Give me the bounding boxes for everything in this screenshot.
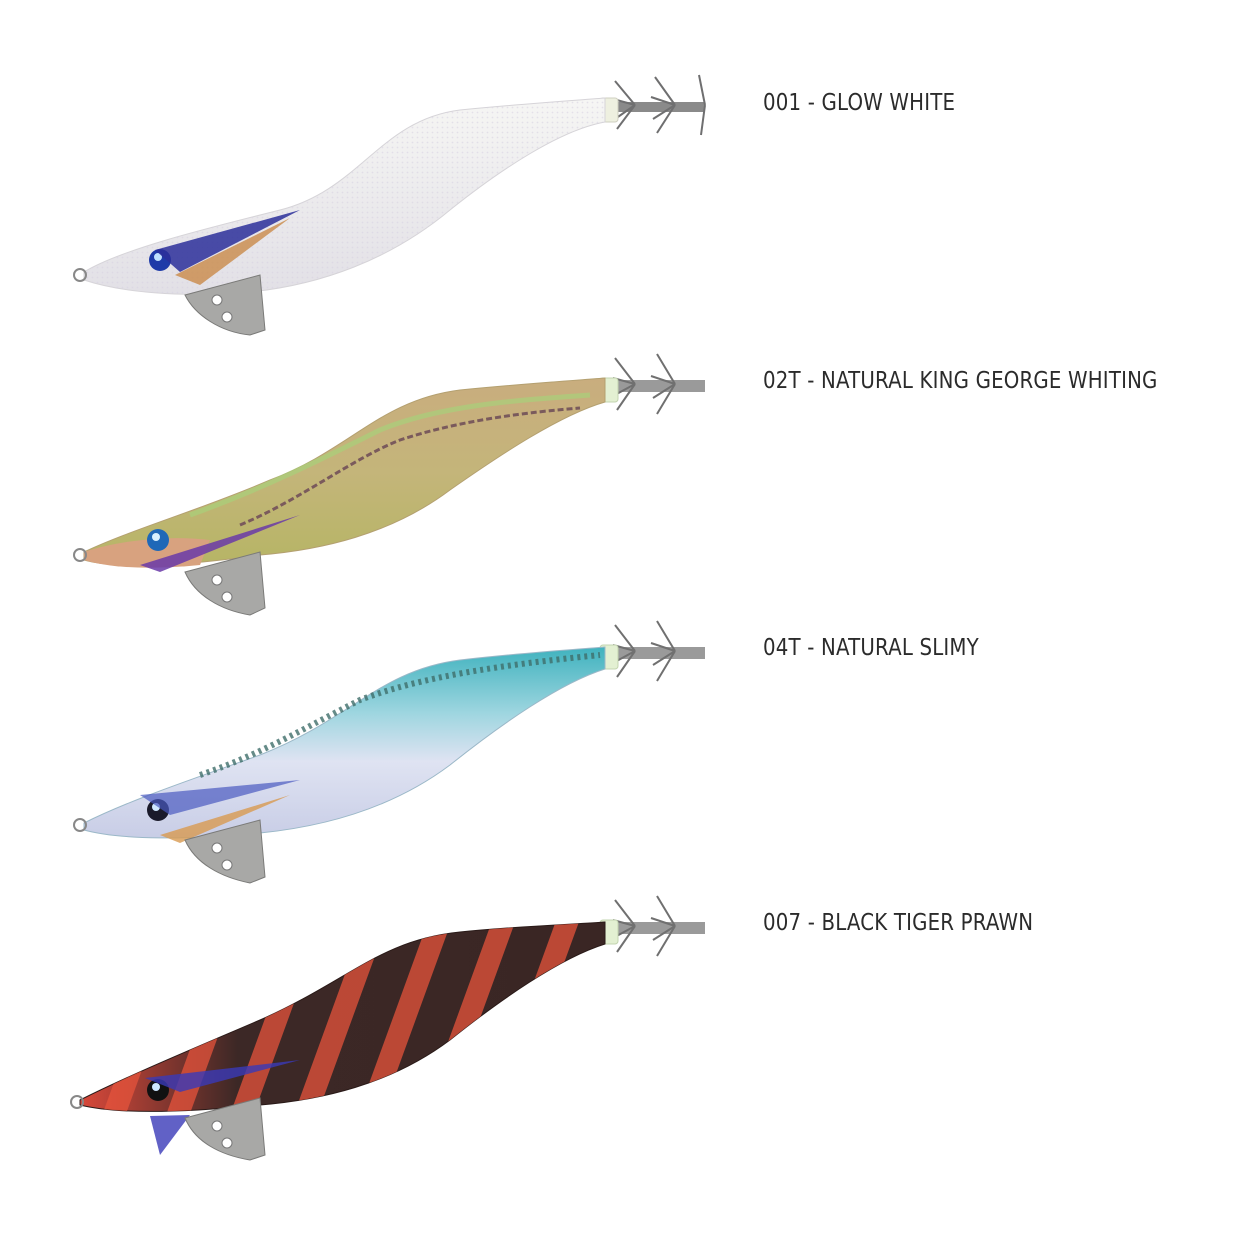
variant-label: 04T - NATURAL SLIMY [763,635,979,661]
squid-jig-black-tiger-prawn-image [70,895,705,1161]
variant-row-natural-slimy: 04T - NATURAL SLIMY [0,605,1250,885]
variant-row-natural-king-george-whiting: 02T - NATURAL KING GEORGE WHITING [0,340,1250,620]
variant-label: 001 - GLOW WHITE [763,90,956,116]
squid-jig-glow-white-image [73,74,706,336]
variant-row-black-tiger-prawn: 007 - BLACK TIGER PRAWN [0,880,1250,1161]
variant-label: 02T - NATURAL KING GEORGE WHITING [763,368,1158,394]
variant-row-glow-white: 001 - GLOW WHITE [0,60,1250,340]
variant-label: 007 - BLACK TIGER PRAWN [763,910,1034,936]
squid-jig-natural-king-george-whiting-image [73,353,705,616]
squid-jig-natural-slimy-image [73,620,705,884]
